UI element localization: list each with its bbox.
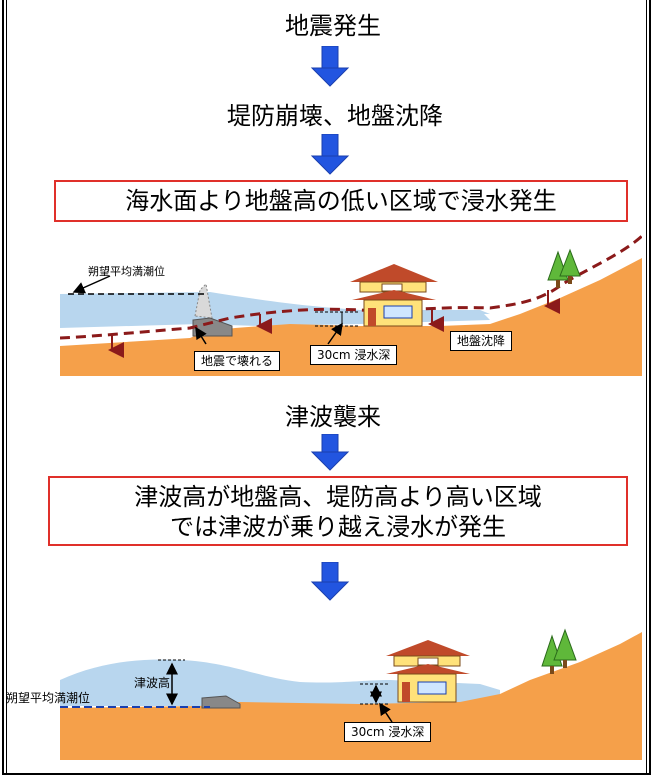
house-icon xyxy=(350,264,438,327)
scene-tsunami xyxy=(60,628,642,760)
scene2-tide-label: 朔望平均満潮位 xyxy=(6,691,91,705)
dike-icon xyxy=(201,695,241,709)
tsunami-overtopping-line2: では津波が乗り越え浸水が発生 xyxy=(170,513,506,541)
tsunami-overtopping-line1: 津波高が地盤高、堤防高より高い区域 xyxy=(134,483,542,511)
down-arrow-icon xyxy=(310,134,350,175)
scene1-tide-label: 朔望平均満潮位 xyxy=(88,265,165,278)
flooding-lowland-text: 海水面より地盤高の低い区域で浸水発生 xyxy=(125,187,557,215)
scene1-depth-tag: 30cm 浸水深 xyxy=(310,345,398,365)
step-earthquake-label: 地震発生 xyxy=(285,12,381,40)
down-arrow-icon xyxy=(310,562,350,601)
tree-icon xyxy=(547,248,581,288)
tsunami-overtopping-box: 津波高が地盤高、堤防高より高い区域 では津波が乗り越え浸水が発生 xyxy=(48,476,628,546)
step-tsunami-label: 津波襲来 xyxy=(285,403,381,431)
tree-icon xyxy=(541,628,577,674)
scene2-tsunami-height-label: 津波高 xyxy=(134,676,171,690)
flooding-lowland-box: 海水面より地盤高の低い区域で浸水発生 xyxy=(54,180,628,222)
down-arrow-icon xyxy=(310,434,350,471)
dike-icon xyxy=(194,282,213,319)
house-icon xyxy=(386,640,470,703)
scene1-subsidence-tag: 地盤沈降 xyxy=(450,331,513,351)
scene2-depth-tag: 30cm 浸水深 xyxy=(344,722,432,742)
step-dike-collapse-label: 堤防崩壊、地盤沈降 xyxy=(227,102,443,130)
scene1-dike-tag: 地震で壊れる xyxy=(194,351,281,371)
down-arrow-icon xyxy=(310,46,350,87)
